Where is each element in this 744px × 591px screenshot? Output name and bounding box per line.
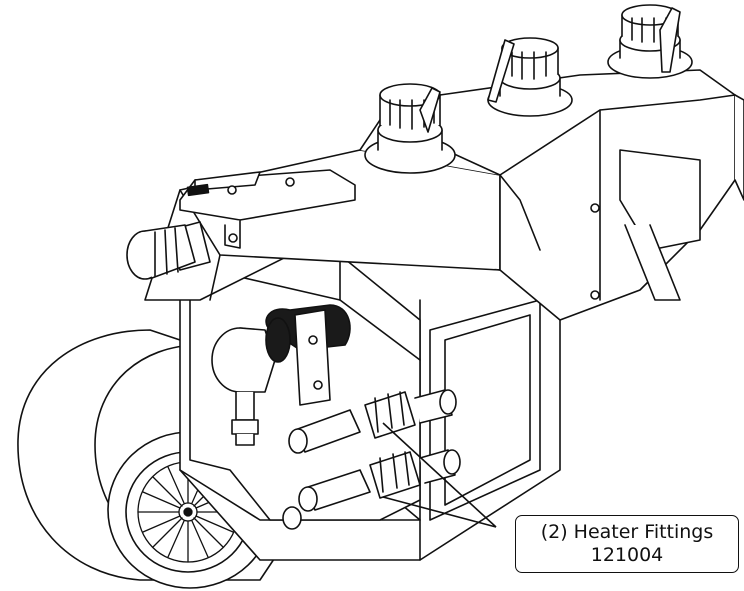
top-cap-1 (364, 83, 456, 174)
callout-label: (2) Heater Fittings (540, 521, 714, 543)
control-box (179, 169, 356, 249)
leader-lines (382, 422, 497, 528)
heater-fitting-lower (298, 449, 461, 512)
bottom-fitting (282, 506, 302, 530)
callout-part-number: 121004 (590, 544, 664, 566)
gauge (211, 327, 276, 446)
rear-duct (379, 69, 744, 321)
top-cap-3 (607, 4, 693, 79)
heater-fitting-upper (288, 389, 457, 454)
valve-assembly (265, 304, 351, 406)
side-knob (126, 221, 211, 280)
top-cap-2 (487, 37, 573, 117)
heater-fittings-callout: (2) Heater Fittings 121004 (515, 515, 739, 573)
